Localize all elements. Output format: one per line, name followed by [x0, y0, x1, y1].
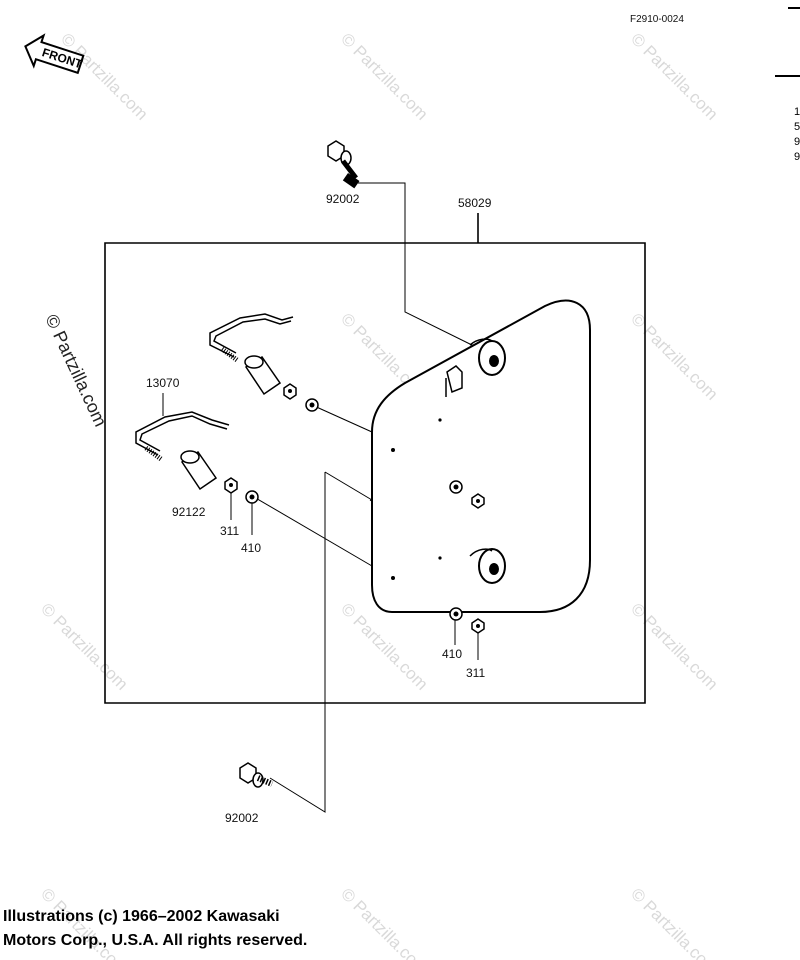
edge-glyph: 9 — [794, 136, 800, 148]
label-nut-right: 311 — [466, 666, 485, 680]
label-panel-assembly: 58029 — [458, 196, 492, 210]
watermark: © Partzilla.com — [627, 29, 721, 123]
watermark: © Partzilla.com — [627, 884, 721, 960]
panel-fasteners — [449, 480, 485, 634]
watermark: © Partzilla.com — [627, 599, 721, 693]
label-bolt-top: 92002 — [326, 192, 360, 206]
label-bracket: 13070 — [146, 376, 180, 390]
watermark: © Partzilla.com — [627, 309, 721, 403]
bolt-bottom — [239, 762, 274, 788]
label-washer-left: 410 — [241, 541, 261, 555]
watermark: © Partzilla.com — [337, 599, 431, 693]
figure-code: F2910-0024 — [630, 14, 684, 25]
label-nut-left: 311 — [220, 524, 239, 538]
watermark: © Partzilla.com — [337, 884, 431, 960]
edge-glyph: 1 — [794, 106, 800, 118]
edge-glyph: 9 — [794, 151, 800, 163]
edge-glyphs: 1 5 9 9 — [794, 105, 800, 165]
edge-glyph: 5 — [794, 121, 800, 133]
bracket-upper — [209, 313, 294, 363]
collar-upper — [244, 355, 282, 396]
label-washer-right: 410 — [442, 647, 462, 661]
label-bolt-bottom: 92002 — [225, 811, 259, 825]
watermark: © Partzilla.com — [337, 29, 431, 123]
watermark: © Partzilla.com — [37, 599, 131, 693]
bolt-top — [327, 140, 360, 189]
copyright-notice: Illustrations (c) 1966–2002 Kawasaki Mot… — [3, 905, 307, 953]
side-cover-plate — [371, 299, 591, 613]
copyright-line-2: Motors Corp., U.S.A. All rights reserved… — [3, 932, 308, 949]
collar-lower — [180, 450, 218, 491]
bracket-lower — [135, 411, 230, 462]
assembly-box — [104, 213, 646, 704]
watermark: © Partzilla.com — [57, 29, 151, 123]
label-collar: 92122 — [172, 505, 206, 519]
copyright-line-1: Illustrations (c) 1966–2002 Kawasaki — [3, 908, 280, 925]
watermark: © Partzilla.com — [41, 311, 110, 429]
